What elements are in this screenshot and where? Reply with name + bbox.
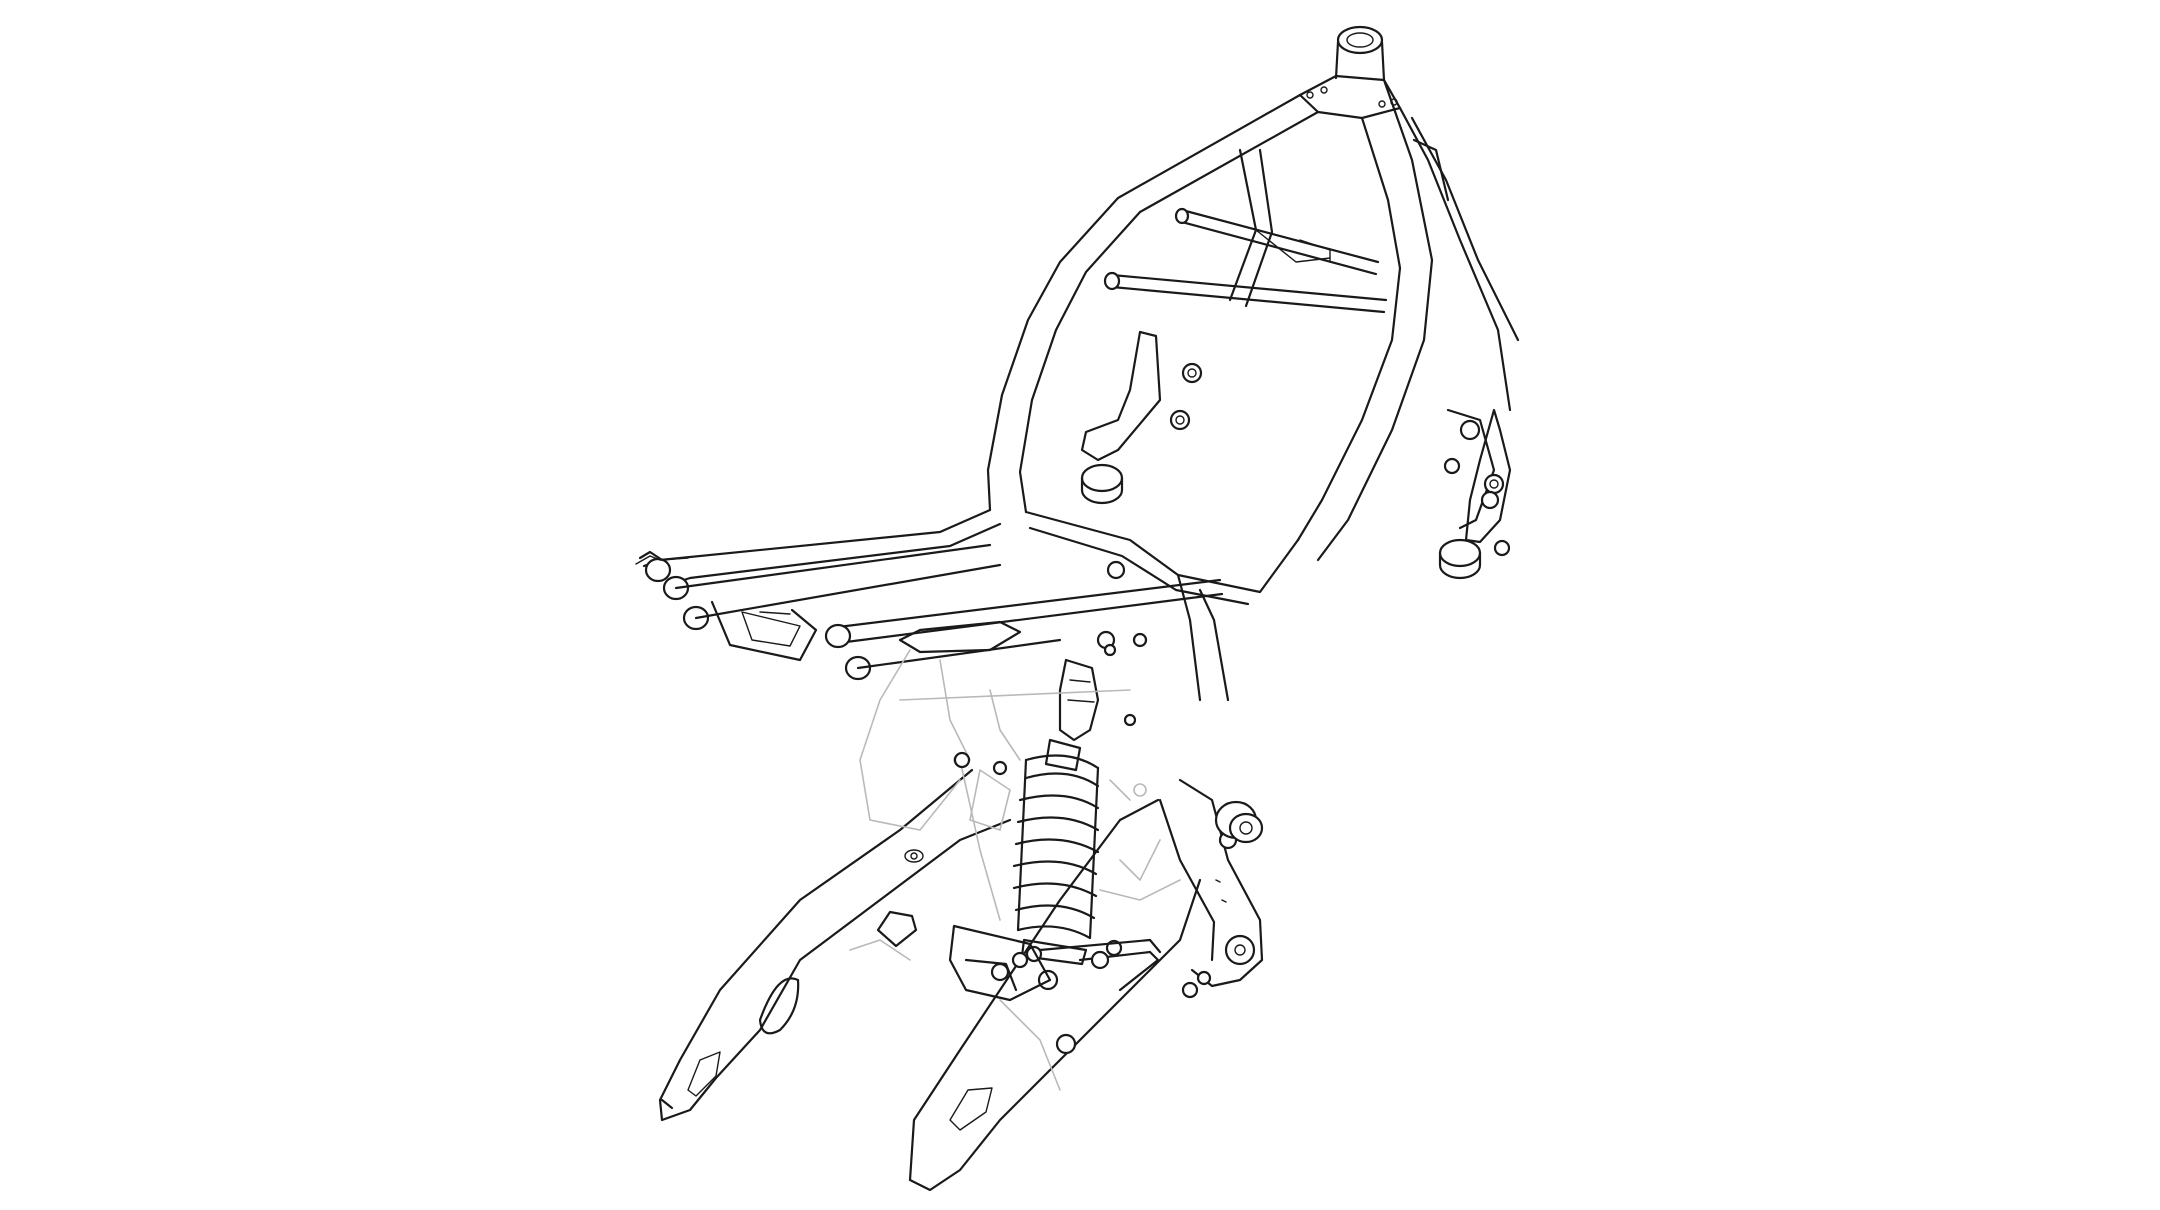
rear-shock-absorber [1012, 658, 1100, 966]
cross-tubes [1103, 148, 1388, 314]
swingarm-pivot-plate [1158, 778, 1264, 999]
steering-head [1298, 25, 1402, 120]
shock-linkage [948, 924, 1162, 1002]
main-frame-spars [986, 78, 1520, 562]
swingarm-left-arm [658, 768, 1012, 1122]
engine-mount-bracket-right [1438, 408, 1512, 580]
engine-mount-bracket-left [1080, 330, 1203, 505]
frame-bolts [953, 632, 1148, 776]
swingarm-right-arm [908, 798, 1202, 1192]
rear-subframe [635, 508, 1300, 702]
